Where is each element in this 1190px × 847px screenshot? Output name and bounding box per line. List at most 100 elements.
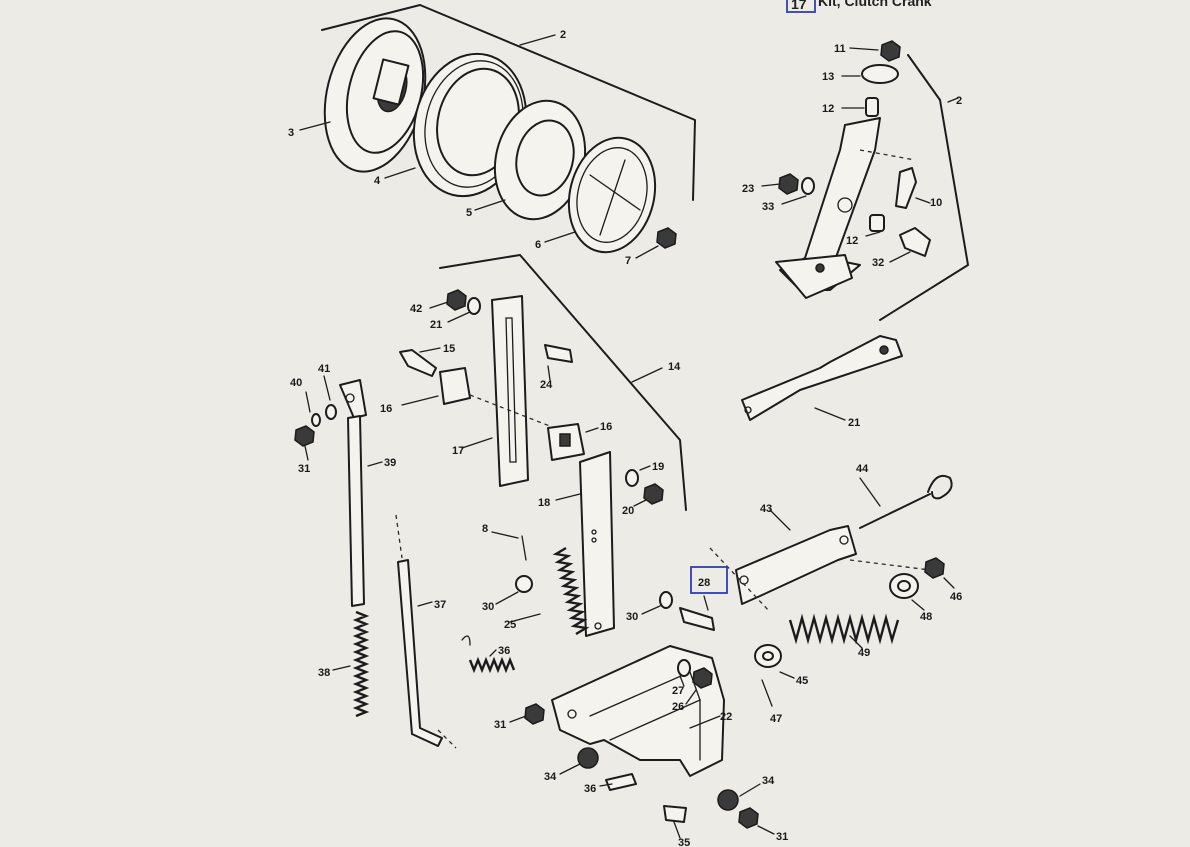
leader-14 — [631, 367, 663, 383]
callout-44: 44 — [856, 463, 869, 475]
callout-27: 27 — [672, 685, 684, 697]
callout-13: 13 — [822, 71, 834, 83]
callout-23: 23 — [742, 183, 754, 195]
leader-39 — [367, 461, 383, 467]
callout-labels: 2 3 4 5 6 7 2 11 13 12 23 33 10 12 32 42… — [288, 29, 962, 847]
pulley — [323, 17, 427, 173]
callout-39: 39 — [384, 457, 396, 469]
leader-7 — [635, 245, 659, 259]
callout-41: 41 — [318, 363, 330, 375]
leader-22 — [689, 715, 721, 729]
nut-23 — [778, 173, 799, 195]
washer-30b — [659, 591, 673, 609]
callout-2b: 2 — [956, 95, 962, 107]
extension-spring-38 — [352, 610, 370, 718]
callout-16b: 16 — [600, 421, 612, 433]
bolt-32 — [899, 227, 931, 257]
washer-27 — [677, 659, 691, 677]
bolt-35 — [663, 805, 687, 823]
callout-43: 43 — [760, 503, 772, 515]
callout-28-highlight — [690, 566, 728, 594]
nut-42 — [446, 289, 467, 311]
nut-26 — [692, 667, 713, 689]
spring-25 — [552, 546, 590, 636]
callout-10: 10 — [930, 197, 942, 209]
callout-30a: 30 — [482, 601, 494, 613]
callout-29: 26 — [672, 701, 684, 713]
callout-32: 32 — [872, 257, 884, 269]
nut-31b — [524, 703, 545, 725]
pin-8 — [521, 535, 527, 561]
callout-42: 42 — [410, 303, 422, 315]
callout-3: 3 — [288, 127, 294, 139]
clamp-16 — [439, 367, 471, 405]
callout-8: 8 — [482, 523, 488, 535]
eye-rod — [859, 474, 953, 529]
callout-46: 46 — [950, 591, 962, 603]
callout-38: 38 — [318, 667, 330, 679]
callout-34b: 34 — [762, 775, 775, 787]
callout-31a: 31 — [298, 463, 310, 475]
header-ref: 17 — [791, 0, 807, 12]
washer-21 — [467, 297, 481, 315]
callout-36: 36 — [498, 645, 510, 657]
clutch-plate — [567, 136, 657, 254]
callout-16a: 16 — [380, 403, 392, 415]
callout-24: 24 — [540, 379, 553, 391]
l-rod-37 — [397, 559, 443, 747]
spacer-12b — [869, 214, 885, 232]
leader-43 — [769, 509, 791, 531]
leader-4 — [384, 167, 416, 179]
callout-6: 6 — [535, 239, 541, 251]
callout-34a: 34 — [544, 771, 557, 783]
callout-40: 40 — [290, 377, 302, 389]
callout-12b: 12 — [846, 235, 858, 247]
washer-41 — [325, 404, 337, 420]
header-ref-box — [786, 0, 816, 13]
callout-36b: 36 — [584, 783, 596, 795]
callout-22: 22 — [720, 711, 732, 723]
nut-7 — [656, 227, 677, 249]
callout-35: 35 — [678, 837, 690, 847]
crank-bracket — [775, 117, 916, 299]
nut-31a — [294, 425, 315, 447]
nut-20 — [643, 483, 664, 505]
washer-19 — [625, 469, 639, 487]
callout-28: 28 — [698, 577, 710, 589]
header-text: Kit, Clutch Crank — [818, 0, 932, 9]
washer-30 — [515, 575, 533, 593]
callout-20: 20 — [622, 505, 634, 517]
callout-21b: 21 — [848, 417, 860, 429]
callout-15: 15 — [443, 343, 455, 355]
leader-6 — [544, 231, 576, 243]
callout-21a: 21 — [430, 319, 442, 331]
callout-11: 11 — [834, 43, 846, 55]
nut-31c — [738, 807, 759, 829]
slotted-plate — [491, 295, 529, 487]
callout-5: 5 — [466, 207, 472, 219]
bolt-24 — [544, 344, 573, 363]
leader-21 — [814, 407, 846, 421]
flat-link — [741, 335, 903, 421]
leader-2b — [947, 97, 959, 103]
pin-47 — [761, 679, 773, 707]
spacer-12 — [865, 97, 879, 117]
crank-lever — [735, 525, 857, 605]
washer-34b — [717, 789, 739, 811]
bolt-28 — [679, 607, 715, 631]
callout-31b: 31 — [494, 719, 506, 731]
callout-31c: 31 — [776, 831, 788, 843]
washer-33 — [801, 177, 815, 195]
group-bracket-2 — [321, 4, 696, 201]
washer-40 — [311, 413, 321, 427]
leader-5 — [474, 199, 506, 211]
bushing-13 — [861, 64, 899, 84]
group-bracket-2b — [879, 54, 969, 321]
pull-rod — [339, 379, 367, 607]
callout-14: 14 — [668, 361, 681, 373]
callout-19: 19 — [652, 461, 664, 473]
bolt-15 — [399, 349, 437, 377]
pivot-arm — [579, 451, 615, 637]
spring-35 — [468, 656, 516, 674]
